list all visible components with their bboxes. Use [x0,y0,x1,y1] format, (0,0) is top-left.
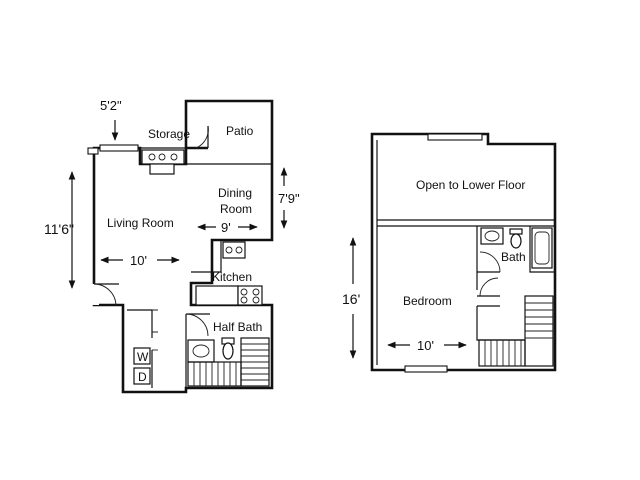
bathtub [531,227,553,269]
label-bath: Bath [501,250,526,264]
upper-floor-plan: Open to Lower Floor Bath Bedroom 16' 10' [342,132,557,373]
living-room-window [87,147,99,155]
dim-dining-height: 7'9" [278,191,300,206]
label-half-bath: Half Bath [213,320,262,334]
upper-stairs [478,295,554,367]
upper-bath-vanity [480,227,504,245]
lower-stairs [187,337,270,387]
upper-floor-outer-wall [370,132,557,372]
toilet-bowl [222,342,234,360]
kitchen-sink [222,241,246,259]
label-kitchen: Kitchen [212,270,252,284]
half-bath-vanity [187,339,215,363]
dim-living-height: 11'6" [44,221,74,237]
label-dining-line1: Dining [218,186,252,200]
label-storage: Storage [148,127,190,141]
dim-bedroom-width: 10' [417,338,434,353]
label-bedroom: Bedroom [403,294,452,308]
label-washer: W [137,350,149,364]
wet-bar-sink [141,149,185,165]
label-dining-line2: Room [220,202,252,216]
kitchen-range [237,285,263,306]
upper-toilet-bowl [510,233,522,249]
label-patio: Patio [226,124,254,138]
upper-toilet-tank [509,228,523,235]
label-open-to-lower-floor: Open to Lower Floor [416,178,525,192]
dryer [133,367,151,385]
dim-storage-width: 5'2" [100,98,122,113]
kitchen-counter [195,285,239,306]
label-living-room: Living Room [107,216,174,230]
upper-window-bottom [404,365,448,373]
upper-window-top [427,133,483,141]
washer [133,347,151,365]
lower-floor-plan: Storage Patio Dining Room Living Room Ki… [44,98,300,394]
label-dryer: D [138,370,147,384]
dim-bedroom-height: 16' [342,291,360,307]
dim-dining-width: 9' [221,220,231,235]
dim-living-width: 10' [130,253,147,268]
